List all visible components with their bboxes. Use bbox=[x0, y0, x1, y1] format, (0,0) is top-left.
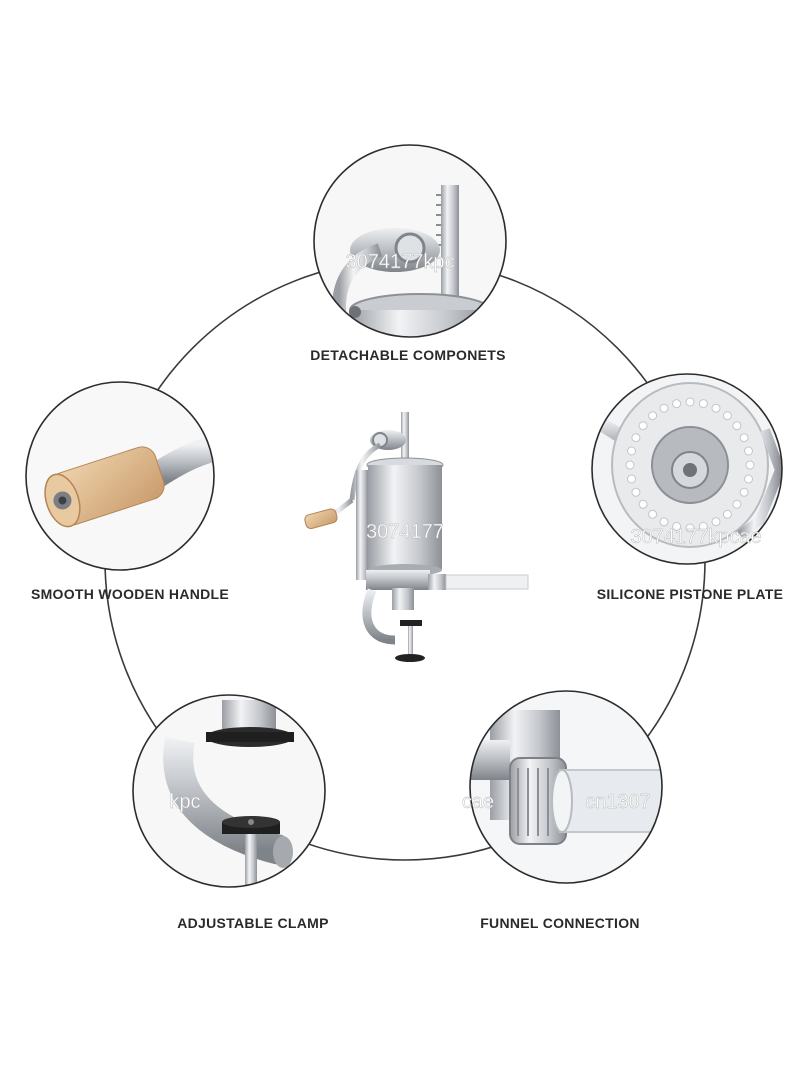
piston-hole bbox=[744, 474, 753, 484]
piston-hole bbox=[732, 421, 742, 431]
piston-hole bbox=[672, 399, 682, 409]
watermark-top: 3074177kpc bbox=[346, 251, 455, 273]
piston-hole bbox=[659, 403, 669, 413]
piston-hole bbox=[711, 517, 721, 527]
watermark-bottom-left: kpc bbox=[169, 791, 200, 813]
piston-hole bbox=[659, 517, 669, 527]
piston-hole bbox=[739, 487, 749, 497]
piston-hole bbox=[744, 446, 753, 456]
piston-hole bbox=[625, 460, 635, 470]
detachable-components-image bbox=[313, 144, 507, 338]
piston-hole bbox=[739, 433, 749, 443]
piston-hole bbox=[672, 521, 682, 531]
wooden-handle-image bbox=[25, 381, 215, 571]
sausage-stuffer-product bbox=[304, 412, 529, 662]
adjustable-clamp-image bbox=[132, 694, 326, 888]
piston-hole bbox=[745, 460, 755, 470]
piston-hole bbox=[638, 499, 648, 509]
piston-hole bbox=[648, 509, 658, 519]
label-silicone-piston-plate: SILICONE PISTONE PLATE bbox=[596, 586, 784, 602]
piston-hole bbox=[631, 433, 641, 443]
piston-hole bbox=[722, 411, 732, 421]
watermark-center: 3074177 bbox=[366, 521, 444, 543]
watermark-right: 3074177kpcae bbox=[630, 526, 761, 548]
piston-hole bbox=[648, 411, 658, 421]
piston-hole bbox=[698, 399, 708, 409]
piston-hole bbox=[685, 523, 695, 533]
piston-hole bbox=[631, 487, 641, 497]
piston-hole bbox=[627, 446, 636, 456]
label-smooth-wooden-handle: SMOOTH WOODEN HANDLE bbox=[30, 586, 230, 602]
funnel-connection-image bbox=[469, 690, 663, 884]
piston-hole bbox=[732, 499, 742, 509]
piston-hole bbox=[722, 509, 732, 519]
watermark-bottom-right: cn1307 bbox=[585, 791, 651, 813]
label-funnel-connection: FUNNEL CONNECTION bbox=[480, 915, 640, 931]
label-detachable-components: DETACHABLE COMPONETS bbox=[310, 347, 506, 363]
silicone-piston-plate-image bbox=[591, 373, 783, 565]
piston-hole bbox=[638, 421, 648, 431]
piston-hole bbox=[627, 474, 636, 484]
watermark-bottom-center: cae bbox=[462, 791, 494, 813]
piston-hole bbox=[711, 403, 721, 413]
piston-hole bbox=[685, 397, 695, 407]
piston-hole bbox=[698, 521, 708, 531]
label-adjustable-clamp: ADJUSTABLE CLAMP bbox=[177, 915, 329, 931]
